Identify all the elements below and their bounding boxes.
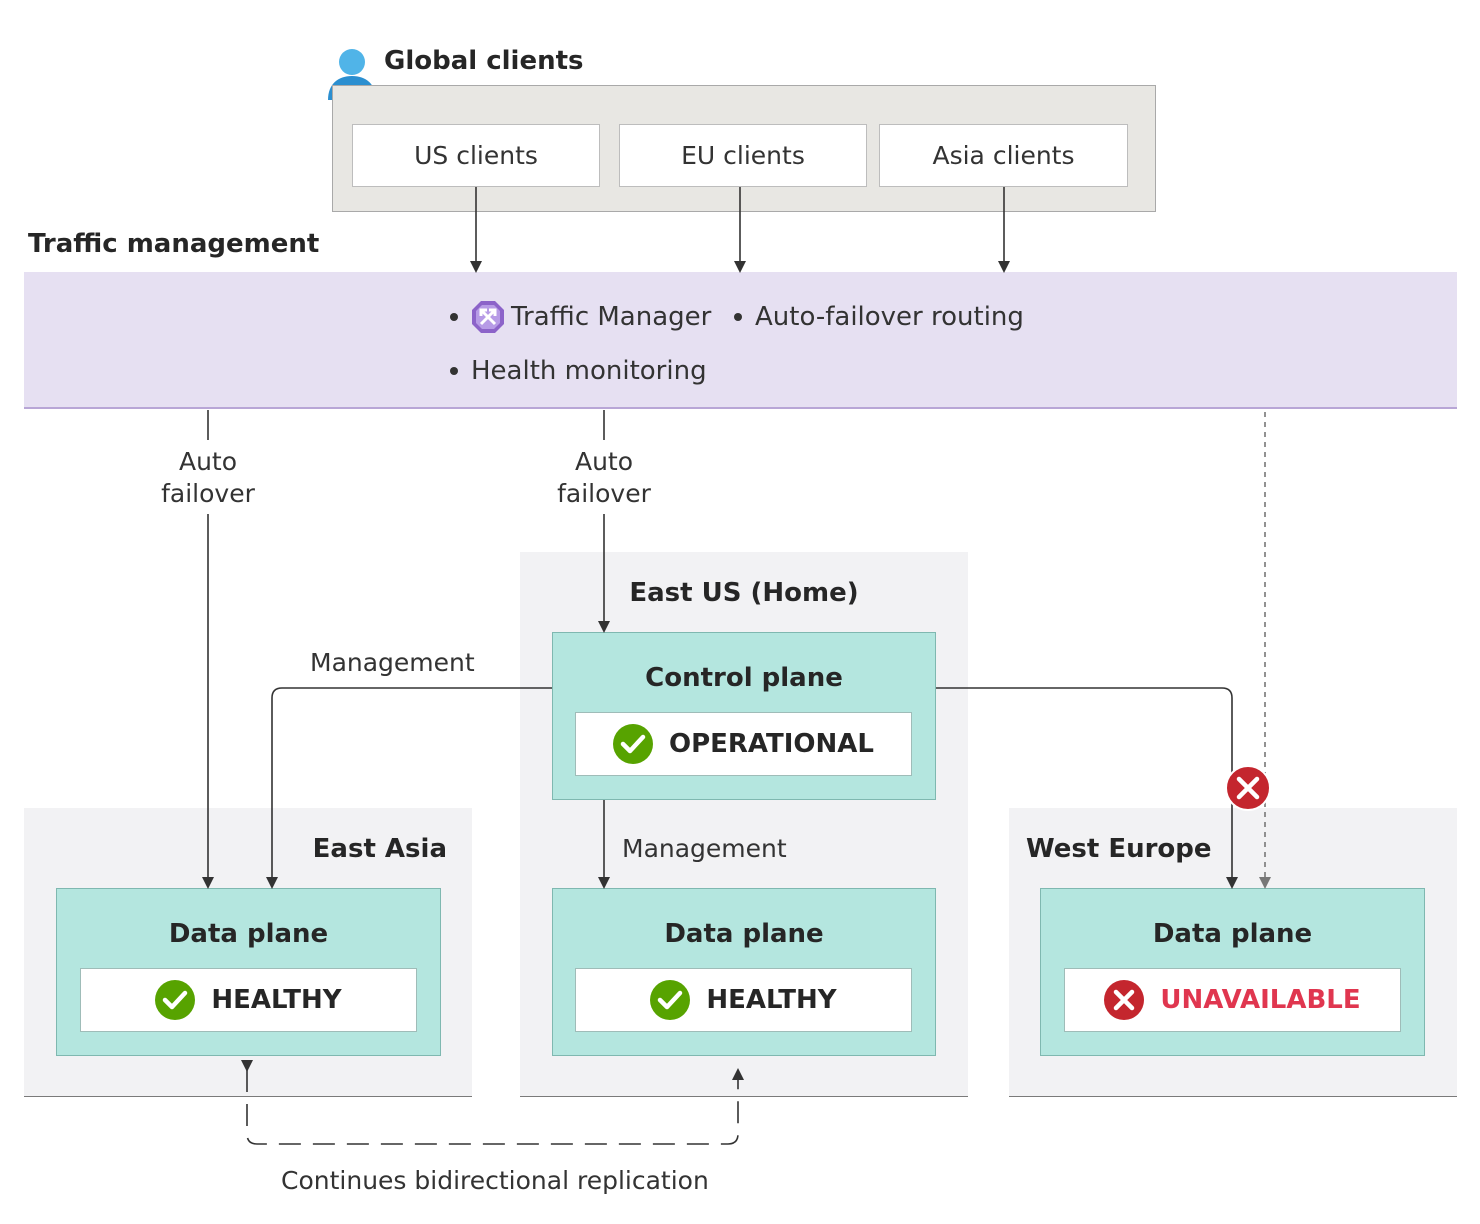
east-us-status-text: HEALTHY bbox=[706, 985, 837, 1015]
east-asia-status: HEALTHY bbox=[80, 968, 417, 1032]
check-circle-icon bbox=[650, 980, 691, 1020]
replication-label: Continues bidirectional replication bbox=[281, 1166, 709, 1195]
check-circle-icon bbox=[155, 980, 196, 1020]
traffic-management-band bbox=[24, 272, 1457, 409]
eu-clients-box: EU clients bbox=[619, 124, 867, 187]
failover-center-line2: failover bbox=[557, 479, 651, 508]
auto-failover-routing-label: Auto-failover routing bbox=[755, 302, 1024, 332]
east-asia-status-text: HEALTHY bbox=[211, 985, 342, 1015]
global-clients-title: Global clients bbox=[384, 46, 584, 76]
east-asia-data-plane-title: Data plane bbox=[168, 919, 329, 949]
west-europe-status: UNAVAILABLE bbox=[1064, 968, 1401, 1032]
east-us-data-plane-title: Data plane bbox=[664, 919, 824, 949]
west-europe-title: West Europe bbox=[1026, 834, 1212, 864]
failover-left-line2: failover bbox=[161, 479, 255, 508]
traffic-manager-icon bbox=[471, 300, 505, 334]
management-left-arrow bbox=[266, 687, 552, 889]
east-us-title: East US (Home) bbox=[629, 578, 859, 608]
asia-clients-box: Asia clients bbox=[879, 124, 1128, 187]
health-monitoring-label: Health monitoring bbox=[471, 356, 707, 386]
us-clients-box: US clients bbox=[352, 124, 600, 187]
failover-center-line1: Auto bbox=[574, 447, 634, 476]
replication-path bbox=[241, 1060, 744, 1145]
west-europe-status-text: UNAVAILABLE bbox=[1160, 985, 1361, 1015]
auto-failover-routing-item: Auto-failover routing bbox=[734, 302, 1024, 332]
management-right-arrow bbox=[936, 687, 1238, 889]
failover-left-line1: Auto bbox=[178, 447, 238, 476]
traffic-manager-item: Traffic Manager bbox=[450, 300, 711, 334]
bullet-dot bbox=[734, 313, 742, 321]
control-plane-title: Control plane bbox=[645, 663, 843, 693]
control-plane-status-text: OPERATIONAL bbox=[668, 729, 874, 759]
failover-center-label: Auto failover bbox=[544, 446, 664, 510]
error-circle-icon bbox=[1104, 980, 1145, 1020]
management-center-label: Management bbox=[622, 834, 787, 863]
traffic-management-title: Traffic management bbox=[28, 229, 320, 259]
west-europe-data-plane-title: Data plane bbox=[1152, 919, 1313, 949]
traffic-manager-label: Traffic Manager bbox=[511, 302, 712, 332]
health-monitoring-item: Health monitoring bbox=[450, 356, 707, 386]
bullet-dot bbox=[450, 313, 458, 321]
bullet-dot bbox=[450, 367, 458, 375]
failover-left-label: Auto failover bbox=[148, 446, 268, 510]
error-circle-icon bbox=[1225, 765, 1271, 811]
east-asia-title: East Asia bbox=[312, 834, 447, 864]
control-plane-status: OPERATIONAL bbox=[575, 712, 912, 776]
check-circle-icon bbox=[612, 724, 653, 764]
east-us-status: HEALTHY bbox=[575, 968, 912, 1032]
management-left-label: Management bbox=[310, 648, 475, 677]
